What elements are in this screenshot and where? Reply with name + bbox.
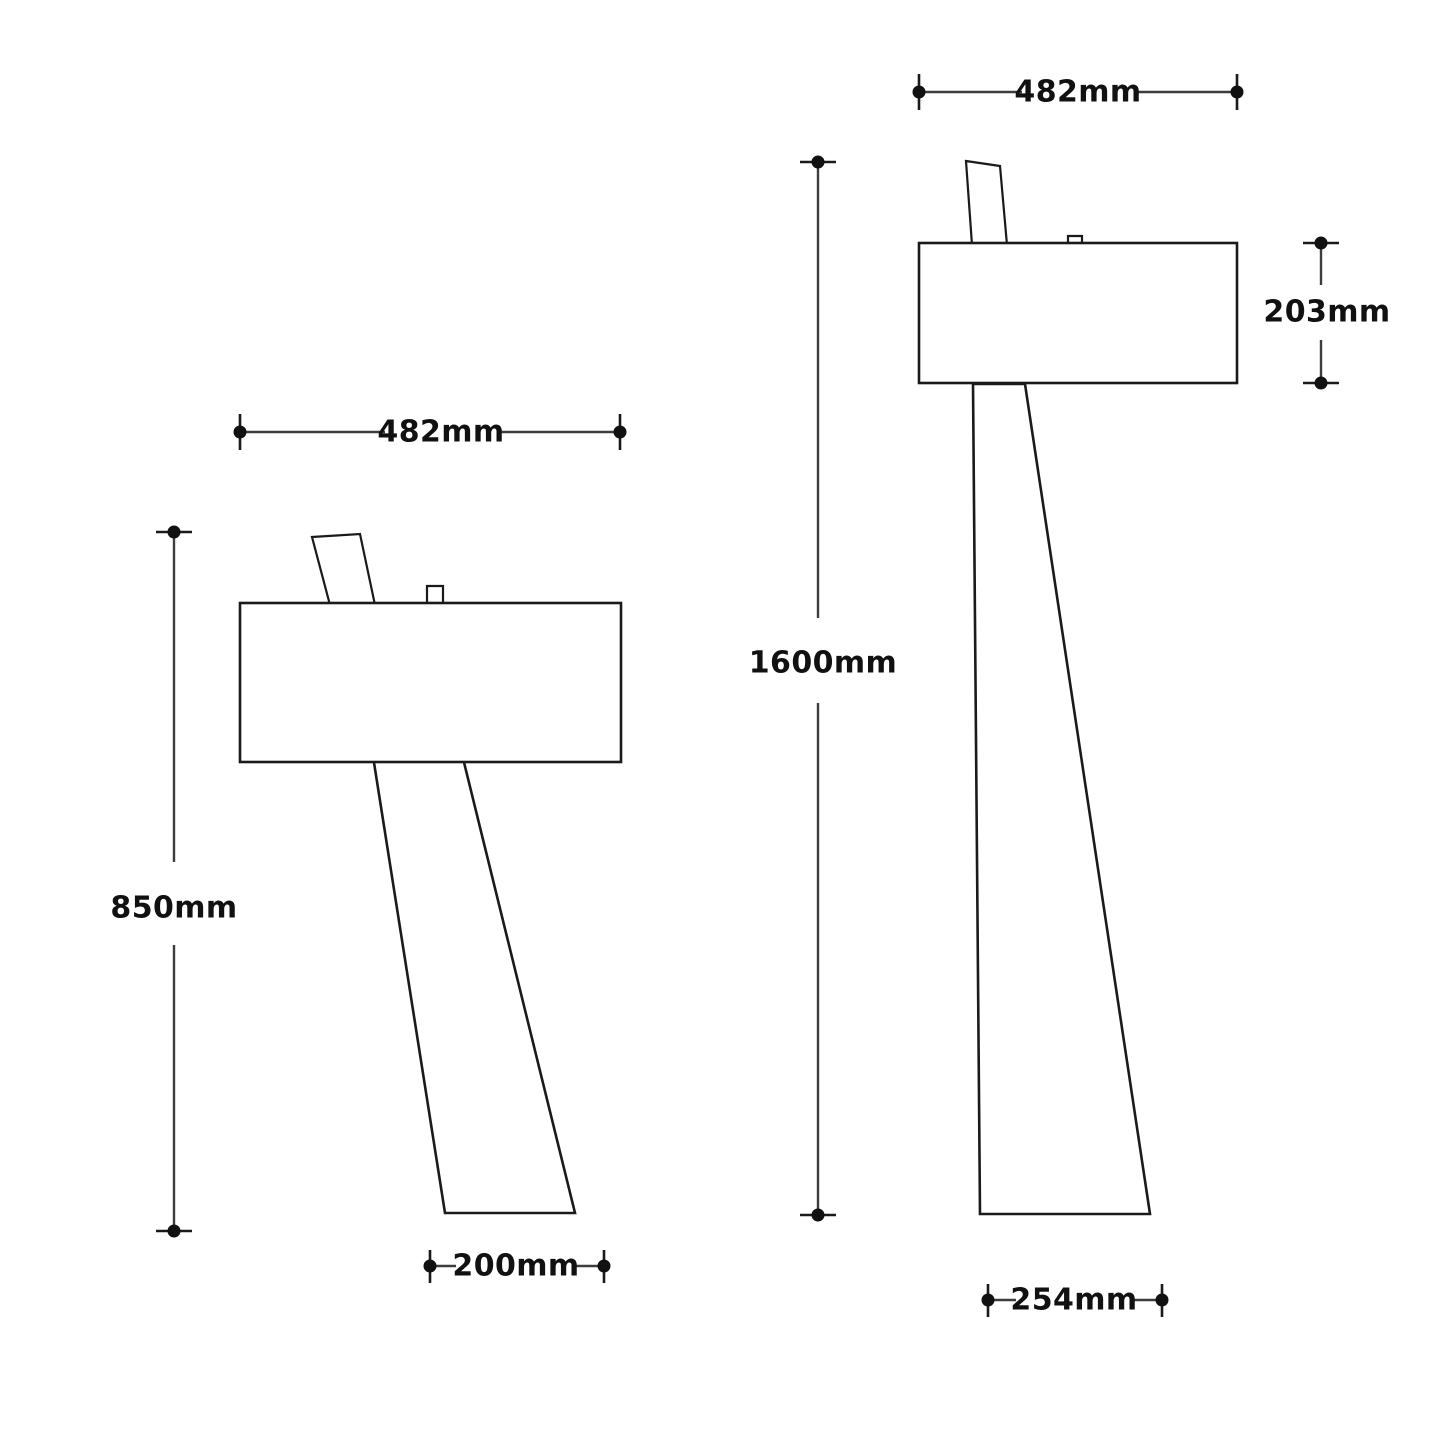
right-view-group: 482mm 1600mm 203mm xyxy=(749,74,1390,1318)
left-top-box xyxy=(238,601,623,764)
dim-right-base-dot-start xyxy=(981,1293,995,1307)
dimension-right-width: 482mm xyxy=(912,74,1244,110)
right-top-box xyxy=(917,241,1239,385)
left-top-nub xyxy=(425,584,445,606)
dimension-right-base-width: 254mm xyxy=(981,1283,1169,1318)
dim-right-base-label: 254mm xyxy=(1010,1283,1137,1318)
dimension-right-box-height: 203mm xyxy=(1263,236,1390,390)
dim-right-box-dot-bottom xyxy=(1314,376,1328,390)
dim-left-width-label: 482mm xyxy=(377,415,504,450)
dim-right-box-dot-top xyxy=(1314,236,1328,250)
dim-right-box-height-label: 203mm xyxy=(1263,295,1390,330)
dimension-left-width: 482mm xyxy=(233,414,627,450)
left-view-group: 482mm 850mm xyxy=(110,414,627,1284)
dimension-right-height: 1600mm xyxy=(749,155,897,1222)
dim-left-base-dot-start xyxy=(423,1259,437,1273)
dimension-left-height: 850mm xyxy=(110,525,237,1238)
dim-right-height-label: 1600mm xyxy=(749,646,897,681)
dim-left-width-dot-end xyxy=(613,425,627,439)
dim-right-base-dot-end xyxy=(1155,1293,1169,1307)
dim-right-height-dot-bottom xyxy=(811,1208,825,1222)
dim-left-width-dot-start xyxy=(233,425,247,439)
dim-right-height-dot-top xyxy=(811,155,825,169)
dim-left-base-label: 200mm xyxy=(452,1249,579,1284)
dim-left-height-dot-top xyxy=(167,525,181,539)
dimension-left-base-width: 200mm xyxy=(423,1249,611,1284)
dim-left-height-dot-bottom xyxy=(167,1224,181,1238)
dim-right-width-dot-end xyxy=(1230,85,1244,99)
dim-right-width-label: 482mm xyxy=(1014,75,1141,110)
dim-right-width-dot-start xyxy=(912,85,926,99)
dim-left-height-label: 850mm xyxy=(110,891,237,926)
right-fin-blade xyxy=(964,159,1009,247)
dim-left-base-dot-end xyxy=(597,1259,611,1273)
